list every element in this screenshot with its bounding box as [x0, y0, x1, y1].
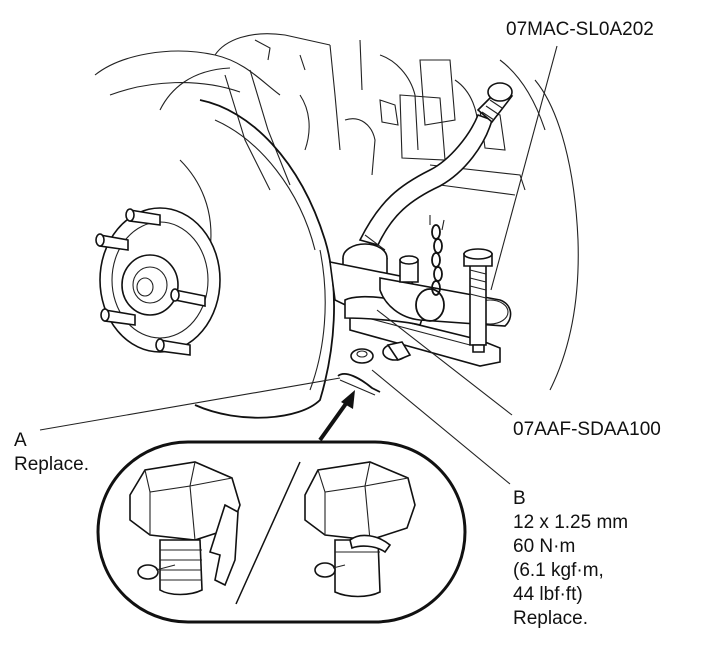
detail-arrow	[318, 390, 355, 442]
part-a-letter: A	[14, 430, 27, 451]
detail-nut-incorrect	[304, 461, 416, 598]
part-b-note: Replace.	[513, 608, 588, 629]
part-b-torque-kgfm: (6.1 kgf·m,	[513, 560, 604, 581]
detail-nut-correct	[129, 461, 241, 596]
chain	[415, 215, 445, 322]
cotter-pin-a	[337, 373, 381, 396]
part-a-note: Replace.	[14, 454, 89, 475]
leader-lines	[39, 45, 558, 485]
part-b-thread-size: 12 x 1.25 mm	[513, 512, 629, 533]
knuckle	[179, 99, 335, 419]
tie-rod	[358, 82, 514, 251]
detail-view	[96, 440, 467, 624]
castle-nut-b	[350, 348, 374, 364]
part-b-letter: B	[513, 488, 526, 509]
wheel-hub	[95, 207, 221, 356]
part-b-torque-lbfft: 44 lbf·ft)	[513, 584, 583, 605]
part-b-torque-nm: 60 N·m	[513, 536, 576, 557]
background-sketch	[94, 33, 579, 391]
tool-label-puller: 07MAC-SL0A202	[506, 19, 654, 40]
tool-label-remover: 07AAF-SDAA100	[513, 419, 661, 440]
puller-tool	[379, 248, 512, 353]
